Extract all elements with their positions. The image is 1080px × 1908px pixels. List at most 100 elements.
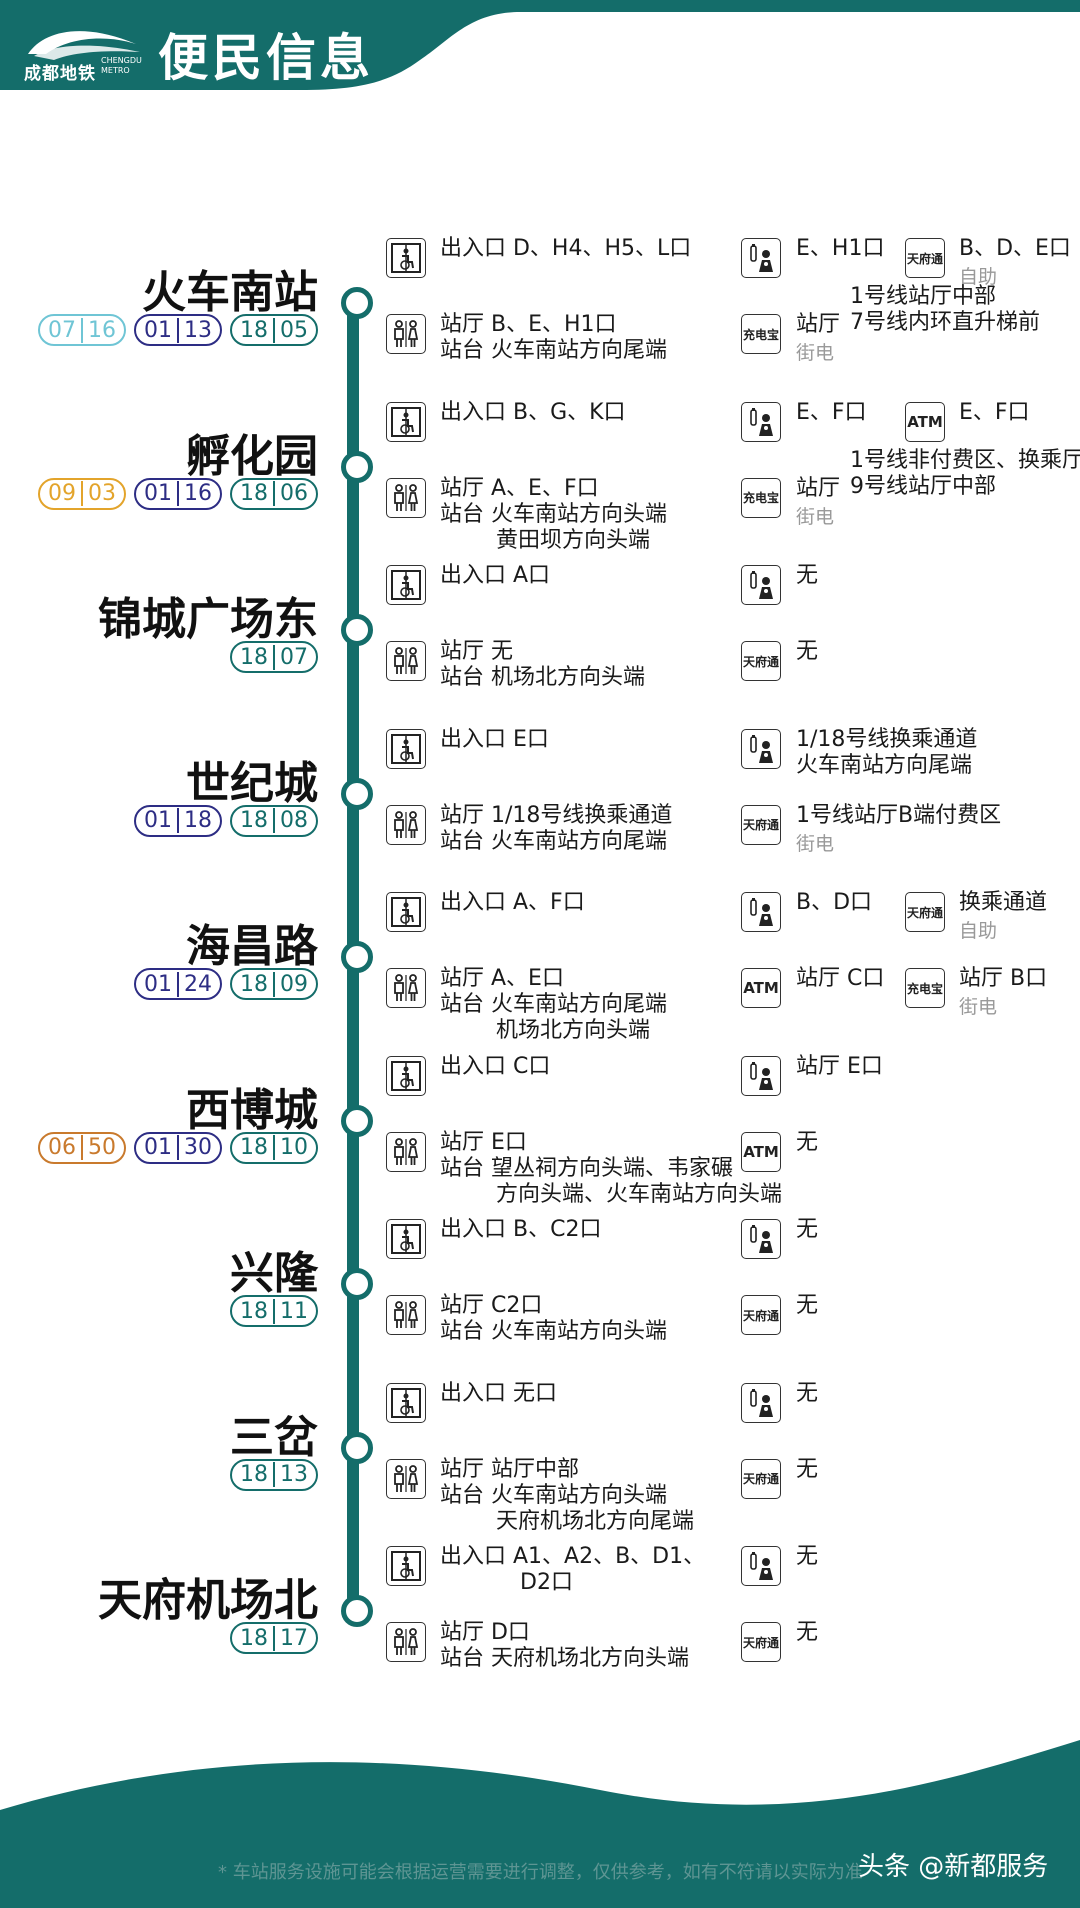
atm-location: 站厅 C口: [796, 966, 885, 991]
watermark: 头条 @新都服务: [858, 1852, 1049, 1882]
line-number: 18: [240, 808, 268, 833]
mother-baby-room-icon: [741, 1219, 781, 1259]
line-number: 07: [48, 317, 76, 343]
tianfutong-note: 街电: [796, 832, 835, 855]
toilet-location: 站台 火车南站方向尾端: [440, 992, 667, 1017]
toilet-location: 站厅 A、E口: [440, 966, 564, 991]
line-number: 18: [240, 644, 268, 670]
power-bank-detail: 9号线站厅中部: [850, 473, 996, 499]
tianfutong-icon: 天府通: [741, 641, 781, 681]
restroom-icon: [386, 1622, 426, 1662]
toilet-location: 站台 火车南站方向头端: [440, 1482, 667, 1508]
station-code: 16: [81, 317, 116, 343]
restroom-icon: [386, 804, 426, 845]
accessible-elevator-icon: [386, 1546, 426, 1586]
mother-baby-room-location: 无: [796, 1217, 819, 1242]
mother-baby-room-icon: [741, 1055, 781, 1096]
toilet-location: 站台 机场北方向头端: [440, 665, 645, 690]
line-number: 18: [240, 971, 268, 997]
tianfutong-icon: 天府通: [741, 1295, 781, 1335]
mother-baby-room-icon: [741, 728, 781, 769]
elevator-location: 出入口 D、H4、H5、L口: [440, 236, 692, 261]
mother-baby-room-location: E、H1口: [796, 236, 885, 261]
station-dot-marker: [341, 614, 373, 646]
station-code: 09: [273, 971, 308, 997]
footer-wave-background: [0, 1740, 1080, 1908]
elevator-location: 出入口 B、C2口: [440, 1217, 602, 1242]
accessible-elevator-icon: [386, 565, 426, 605]
power-bank-icon: 充电宝: [741, 314, 781, 354]
elevator-location: 出入口 A口: [440, 563, 551, 588]
line-number: 18: [240, 317, 268, 343]
brand-english-name: CHENGDU METRO: [101, 56, 142, 75]
toilet-location: 站台 火车南站方向尾端: [440, 828, 667, 854]
elevator-location: 出入口 B、G、K口: [440, 399, 626, 425]
station-code: 50: [81, 1135, 116, 1160]
power-bank-location: 站厅: [796, 475, 841, 501]
power-bank-icon: 充电宝: [741, 477, 781, 518]
line-number: 18: [240, 1462, 268, 1487]
atm-location: E、F口: [959, 399, 1030, 425]
footer-disclaimer: * 车站服务设施可能会根据运营需要进行调整，仅供参考，如有不符请以实际为准: [218, 1862, 863, 1883]
tianfutong-location: 无: [796, 1456, 819, 1482]
accessible-elevator-icon: [386, 728, 426, 769]
station-name: 孵化园: [186, 430, 318, 482]
tianfutong-icon: 天府通: [905, 892, 945, 932]
station-dot-marker: [341, 1595, 373, 1627]
toilet-location: 站厅 A、E、F口: [440, 475, 599, 501]
line-number: 01: [144, 1135, 172, 1160]
elevator-location: 出入口 A1、A2、B、D1、: [440, 1544, 706, 1569]
brand-name: 成都地铁: [24, 64, 96, 84]
mother-baby-room-location: 无: [796, 1380, 819, 1406]
atm-icon: ATM: [741, 968, 781, 1008]
accessible-elevator-icon: [386, 1055, 426, 1096]
toilet-location: 站台 火车南站方向头端: [440, 501, 667, 527]
line-number: 01: [144, 481, 172, 506]
station-dot-marker: [341, 1104, 373, 1137]
station-code: 30: [177, 1135, 212, 1160]
toilet-location: 站厅 D口: [440, 1620, 530, 1645]
restroom-icon: [386, 1295, 426, 1335]
tianfutong-icon: 天府通: [905, 238, 945, 278]
station-code: 10: [273, 1135, 308, 1160]
restroom-icon: [386, 1131, 426, 1172]
power-bank-note: 街电: [796, 342, 835, 364]
accessible-elevator-icon: [386, 238, 426, 278]
power-bank-location: 站厅: [796, 312, 841, 337]
toilet-location: 站台 火车南站方向尾端: [440, 338, 667, 363]
power-bank-note: 街电: [796, 505, 835, 528]
toilet-location: 站台 天府机场北方向头端: [440, 1646, 689, 1671]
atm-icon: ATM: [905, 401, 945, 442]
restroom-icon: [386, 477, 426, 518]
mother-baby-room-location: B、D口: [796, 890, 873, 915]
mother-baby-room-icon: [741, 401, 781, 442]
station-name: 世纪城: [186, 757, 318, 809]
mother-baby-room-location: 无: [796, 563, 819, 588]
station-name: 兴隆: [230, 1248, 318, 1299]
power-bank-detail: 7号线内环直升梯前: [850, 310, 1040, 335]
mother-baby-room-icon: [741, 238, 781, 278]
station-code: 16: [177, 481, 212, 506]
tianfutong-location: 换乘通道: [959, 890, 1048, 915]
toilet-location: 站厅 C2口: [440, 1293, 543, 1318]
elevator-location: 出入口 A、F口: [440, 890, 585, 915]
elevator-location: D2口: [520, 1570, 573, 1595]
station-name: 天府机场北: [98, 1575, 318, 1626]
restroom-icon: [386, 1458, 426, 1499]
station-dot-marker: [341, 1268, 373, 1300]
station-dot-marker: [341, 941, 373, 973]
tianfutong-icon: 天府通: [741, 1458, 781, 1499]
toilet-location: 站厅 站厅中部: [440, 1456, 579, 1482]
